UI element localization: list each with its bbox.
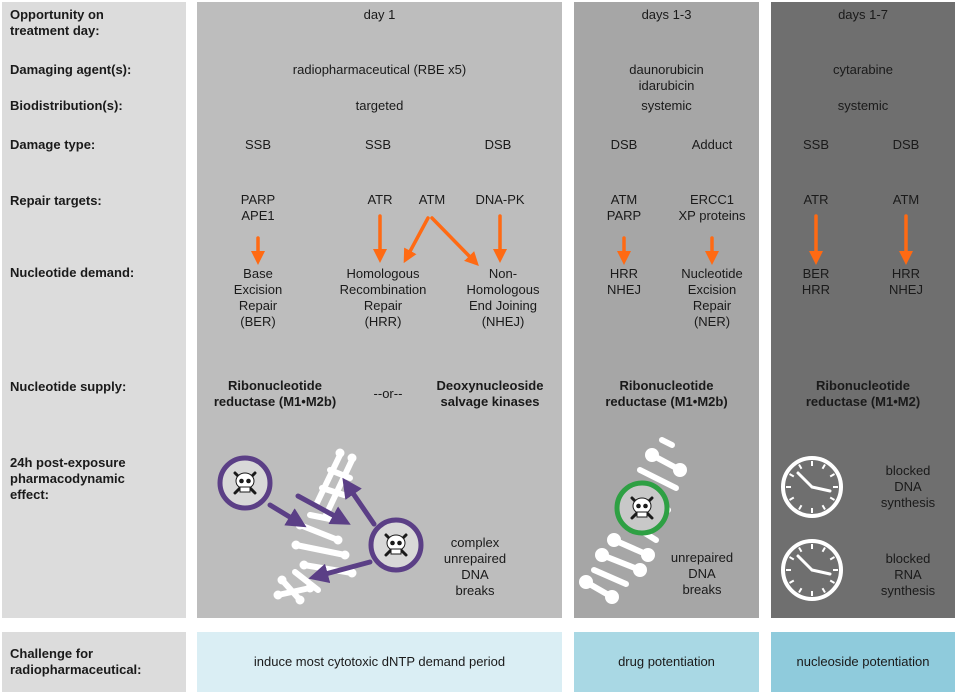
col1-supply-left: Ribonucleotide reductase (M1•M2b)	[213, 378, 337, 409]
challenge-label-panel	[2, 632, 186, 692]
col3-agent: cytarabine	[833, 62, 893, 77]
dna-fragments	[273, 448, 357, 605]
clock-icon	[781, 456, 843, 518]
col2-challenge: drug potentiation	[618, 654, 715, 669]
col2-biodistribution: systemic	[641, 98, 692, 113]
col1-damage-2: SSB	[364, 137, 391, 152]
col1-demand-2: Homologous Recombination Repair (HRR)	[339, 266, 427, 329]
label-biodistribution: Biodistribution(s):	[10, 98, 123, 113]
col1-demand-3: Non- Homologous End Joining (NHEJ)	[466, 266, 540, 329]
label-challenge: Challenge for radiopharmaceutical:	[10, 646, 142, 677]
challenge-days1-3-panel	[574, 632, 759, 692]
col2-damage-1: DSB	[610, 137, 638, 152]
arrow-atm-nhej	[430, 216, 479, 267]
col3-supply: Ribonucleotide reductase (M1•M2)	[805, 378, 921, 409]
col3-damage-1: SSB	[802, 137, 829, 152]
col1-challenge: induce most cytotoxic dNTP demand period	[253, 654, 506, 669]
challenge-days1-7-panel	[771, 632, 955, 692]
col3-damage-2: DSB	[892, 137, 920, 152]
col1-biodistribution: targeted	[355, 98, 404, 113]
col1-target-4: DNA-PK	[475, 192, 525, 207]
label-column-panel	[2, 2, 186, 618]
col3-effect-rna: blocked RNA synthesis	[880, 551, 936, 598]
col2-demand-2: Nucleotide Excision Repair (NER)	[681, 266, 743, 329]
col1-supply-or: --or--	[373, 386, 403, 401]
col3-challenge: nucleoside potentiation	[796, 654, 930, 669]
col1-target-1: PARP APE1	[240, 192, 276, 223]
col1-effect: complex unrepaired DNA breaks	[443, 535, 507, 598]
col1-day: day 1	[363, 7, 396, 22]
label-opportunity: Opportunity on treatment day:	[10, 7, 104, 38]
col1-target-3: ATM	[418, 192, 446, 207]
col2-supply: Ribonucleotide reductase (M1•M2b)	[605, 378, 728, 409]
label-effect: 24h post-exposure pharmacodynamic effect…	[10, 455, 126, 502]
arrow-atm-hrr	[403, 216, 430, 264]
clock-icon-2	[781, 539, 843, 601]
purple-arrow-3	[342, 477, 377, 527]
col2-target-1: ATM PARP	[606, 192, 642, 223]
label-damage-type: Damage type:	[10, 137, 96, 152]
col1-damage-1: SSB	[244, 137, 271, 152]
col2-demand-1: HRR NHEJ	[607, 266, 641, 297]
challenge-day1-panel	[197, 632, 562, 692]
col3-effect-dna: blocked DNA synthesis	[880, 463, 936, 510]
purple-arrow-2	[295, 493, 351, 525]
col1-damage-3: DSB	[484, 137, 512, 152]
col2-target-2: ERCC1 XP proteins	[678, 192, 746, 223]
col1-target-2: ATR	[367, 192, 393, 207]
col3-target-1: ATR	[803, 192, 829, 207]
label-nucleotide-supply: Nucleotide supply:	[10, 379, 127, 394]
skull-ring-green	[614, 480, 670, 536]
label-agents: Damaging agent(s):	[10, 62, 132, 77]
col3-demand-2: HRR NHEJ	[889, 266, 923, 297]
col2-agent: daunorubicin idarubicin	[629, 62, 704, 93]
col2-damage-2: Adduct	[691, 137, 733, 152]
skull-ring-2	[368, 517, 424, 573]
col3-target-2: ATM	[892, 192, 920, 207]
day1-column-panel	[197, 2, 562, 618]
col2-day: days 1-3	[641, 7, 692, 22]
purple-arrow-4	[308, 559, 373, 584]
skull-ring-1	[217, 455, 273, 511]
col1-agent: radiopharmaceutical (RBE x5)	[292, 62, 467, 77]
label-nucleotide-demand: Nucleotide demand:	[10, 265, 135, 280]
col3-biodistribution: systemic	[837, 98, 889, 113]
col3-day: days 1-7	[838, 7, 888, 22]
col1-supply-right: Deoxynucleoside salvage kinases	[436, 378, 544, 409]
label-repair-targets: Repair targets:	[10, 193, 102, 208]
col2-effect: unrepaired DNA breaks	[670, 550, 734, 597]
purple-arrow-1	[267, 502, 307, 528]
col3-demand-1: BER HRR	[801, 266, 831, 297]
col1-demand-1: Base Excision Repair (BER)	[233, 266, 283, 329]
